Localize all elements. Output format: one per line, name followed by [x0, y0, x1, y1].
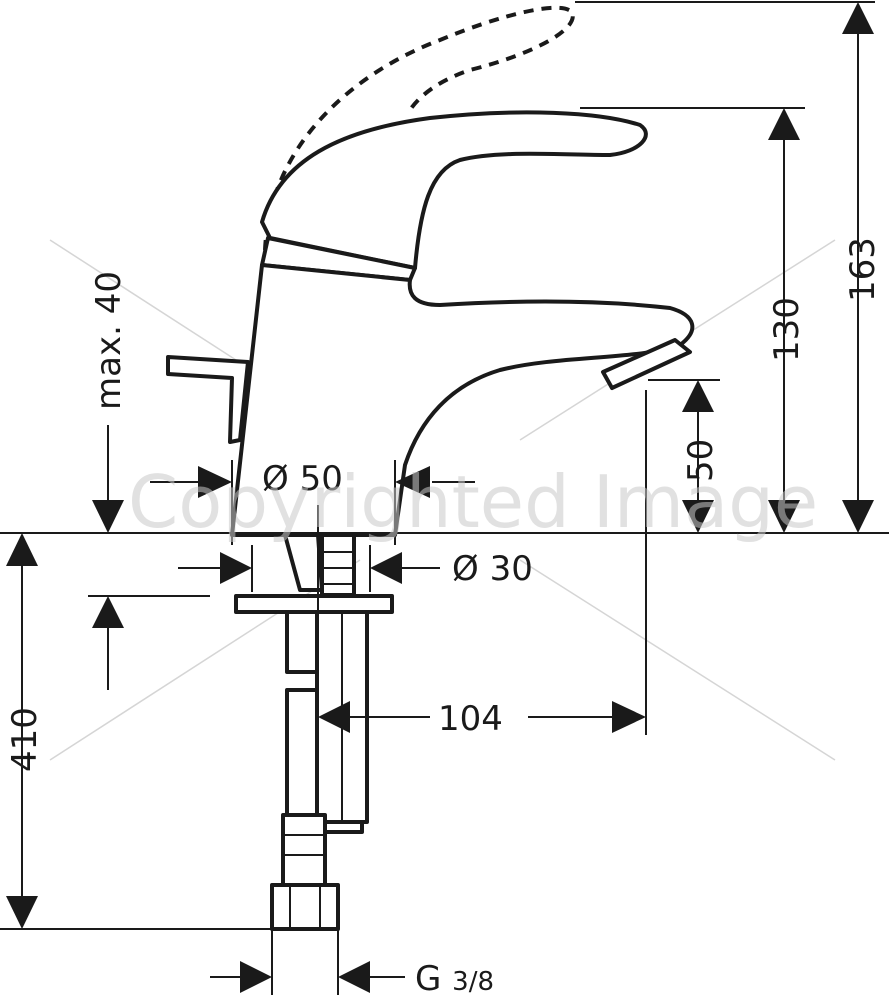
spout-aerator: [601, 338, 692, 390]
label-connection-prefix: G: [415, 959, 452, 999]
faucet-body: [230, 263, 695, 537]
popup-rod: [166, 355, 250, 444]
label-total-height: 163: [843, 237, 883, 302]
lever-open-dashed-outline: [263, 5, 575, 251]
label-base-diameter: Ø 50: [262, 459, 343, 499]
watermark-text: Copyrighted Image: [128, 460, 818, 544]
label-hose-diameter: Ø 30: [452, 549, 533, 589]
label-spout-height: 130: [767, 297, 807, 362]
label-max-depth: max. 40: [89, 271, 129, 410]
lever-handle: [260, 110, 648, 270]
label-hose-length: 410: [5, 707, 45, 772]
label-spout-clearance: 50: [681, 439, 721, 482]
label-connection-fraction: 3/8: [452, 967, 494, 997]
mounting-hardware: [234, 533, 394, 931]
label-connection-thread: G 3/8: [415, 959, 494, 999]
label-spout-reach: 104: [438, 699, 503, 739]
dimension-arrowheads: [6, 2, 874, 993]
